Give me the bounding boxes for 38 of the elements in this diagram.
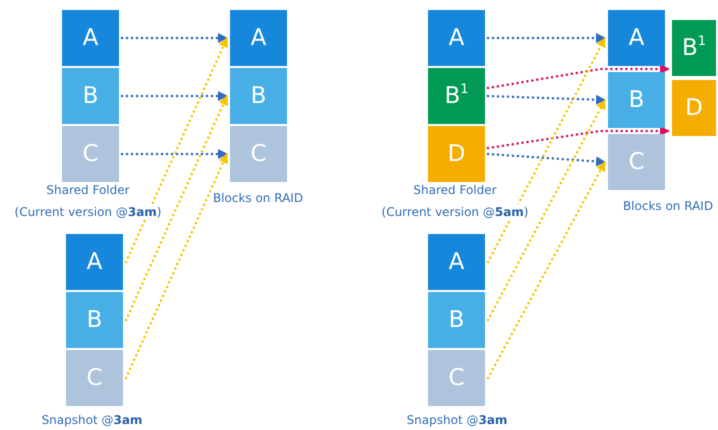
storage-block: A (62, 10, 119, 66)
dotted-arrow (486, 94, 606, 105)
storage-block: A (230, 10, 287, 66)
dotted-arrow (486, 64, 670, 90)
dotted-arrow (124, 36, 228, 264)
storage-block: A (608, 10, 665, 66)
storage-block: C (230, 126, 287, 182)
dotted-arrow (486, 98, 606, 322)
dotted-arrow (486, 36, 606, 264)
dotted-arrow (486, 126, 670, 150)
storage-block: B$^{1}$ (428, 68, 485, 124)
dotted-arrow (124, 94, 228, 322)
storage-block: C (66, 350, 123, 406)
caption-text: Snapshot @3am (40, 412, 144, 428)
storage-block: B (428, 292, 485, 348)
storage-block: C (428, 350, 485, 406)
storage-block: C (62, 126, 119, 182)
dotted-arrow (120, 33, 228, 43)
storage-block: D (428, 126, 485, 182)
storage-block: B (608, 72, 665, 128)
caption-text: (Current version @3am) (12, 204, 164, 220)
storage-block: A (428, 10, 485, 66)
storage-block: D (672, 80, 716, 136)
dotted-arrow (120, 149, 228, 159)
dotted-arrow (124, 152, 228, 380)
dotted-arrow (120, 91, 228, 101)
storage-block: A (66, 234, 123, 290)
caption-text: (Current version @5am) (380, 204, 530, 220)
storage-block: B (62, 68, 119, 124)
dotted-arrow (486, 160, 606, 380)
storage-block: B$^{1}$ (672, 20, 716, 76)
storage-block: B (66, 292, 123, 348)
storage-block: A (428, 234, 485, 290)
storage-block: B (230, 68, 287, 124)
storage-block: C (608, 134, 665, 190)
dotted-arrow (486, 152, 606, 166)
caption-text: Snapshot @3am (404, 412, 510, 428)
dotted-arrow (486, 33, 606, 43)
